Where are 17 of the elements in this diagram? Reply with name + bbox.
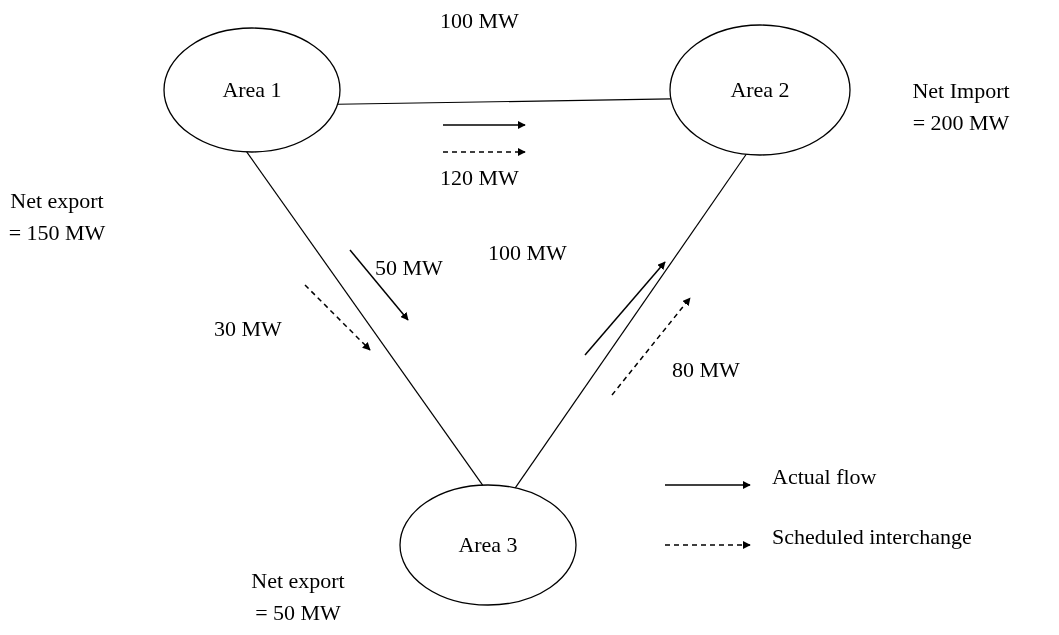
flow-value: 120 MW [440,164,519,192]
transmission-line [246,151,484,486]
legend-label: Actual flow [772,463,877,491]
area-label: Area 2 [730,77,790,103]
transmission-line [337,98,672,105]
transmission-line [514,153,747,489]
flow-value: 50 MW [375,254,443,282]
flow-value: 30 MW [214,315,282,343]
flow-value: Net Import = 200 MW [911,77,1011,137]
flow-value: 100 MW [440,7,519,35]
flow-value: Net export = 50 MW [250,567,346,627]
flow-value: 80 MW [672,356,740,384]
area-label: Area 1 [222,77,282,103]
flow-value: Net export = 150 MW [7,187,107,247]
flow-value: 100 MW [488,239,567,267]
area-label: Area 3 [458,532,518,558]
legend-label: Scheduled interchange [772,523,972,551]
